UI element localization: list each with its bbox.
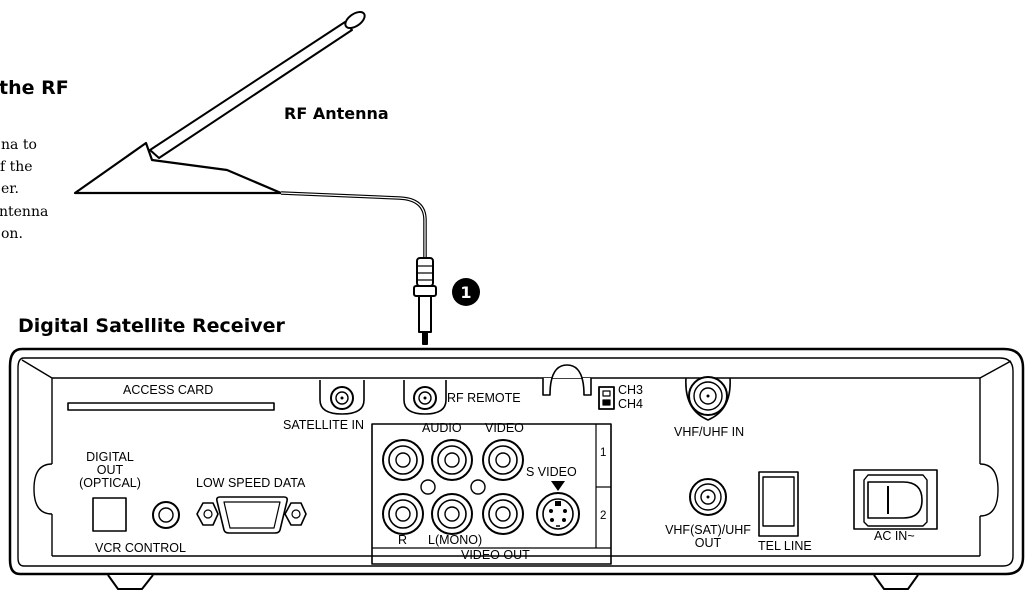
ac-in-port	[853, 469, 938, 530]
video-bottom-jack	[482, 493, 524, 535]
vcr-control-label: VCR CONTROL	[95, 541, 186, 555]
instruction-line-3: er.	[1, 181, 19, 197]
av-output-panel	[371, 423, 612, 565]
instruction-line-1: na to	[1, 137, 37, 153]
instruction-line-4: ntenna	[0, 204, 49, 220]
antenna-tip	[344, 11, 366, 29]
satellite-in-jack	[319, 380, 365, 415]
optical-out-port	[92, 497, 127, 532]
s-video-label: S VIDEO	[526, 465, 577, 479]
instructions-heading: the RF	[0, 77, 69, 99]
audio-l-mono-label: L(MONO)	[428, 533, 483, 547]
chassis-bump	[542, 364, 592, 396]
satellite-in-label: SATELLITE IN	[283, 418, 365, 432]
s-video-jack	[536, 481, 580, 536]
audio-l-top-jack	[431, 439, 473, 481]
audio-r-label: R	[398, 533, 408, 547]
row-2-label: 2	[600, 510, 607, 522]
audio-r-bottom-jack	[382, 493, 424, 535]
rf-remote-jack	[403, 380, 447, 415]
antenna-base	[73, 141, 283, 195]
digital-out-label-3: (OPTICAL)	[79, 476, 141, 490]
digital-out-label-2: OUT	[96, 463, 124, 477]
access-card-slot	[67, 402, 275, 411]
low-speed-data-label: LOW SPEED DATA	[196, 476, 306, 490]
vhf-sat-uhf-out-label-1: VHF(SAT)/UHF	[665, 523, 751, 537]
step-callout-number: 1	[460, 283, 472, 302]
access-card-label: ACCESS CARD	[123, 383, 214, 397]
digital-out-label-1: DIGITAL	[86, 450, 134, 464]
step-callout-circle	[452, 278, 480, 306]
low-speed-data-port	[196, 496, 307, 534]
instruction-line-5: on.	[1, 226, 23, 242]
vhf-sat-uhf-out-jack	[689, 478, 727, 516]
channel-switch	[598, 386, 615, 410]
row-1-label: 1	[600, 447, 607, 459]
audio-r-top-jack	[382, 439, 424, 481]
instruction-line-2: f the	[0, 159, 33, 175]
vcr-control-jack	[152, 501, 180, 529]
tel-line-label: TEL LINE	[758, 539, 812, 553]
rca-plug	[413, 257, 437, 345]
antenna-rod	[149, 21, 353, 159]
audio-label: AUDIO	[422, 421, 462, 435]
antenna-cable	[280, 191, 427, 258]
rf-remote-label: RF REMOTE	[447, 391, 521, 405]
vhf-sat-uhf-out-label-2: OUT	[694, 536, 722, 550]
tel-line-port	[758, 471, 799, 537]
vhf-uhf-in-jack	[685, 376, 731, 421]
audio-l-bottom-jack	[431, 493, 473, 535]
rf-antenna	[73, 11, 366, 195]
ch4-label: CH4	[618, 397, 644, 411]
video-top-jack	[482, 439, 524, 481]
receiver-title: Digital Satellite Receiver	[18, 315, 285, 337]
rf-antenna-label: RF Antenna	[284, 104, 389, 123]
vhf-uhf-in-label: VHF/UHF IN	[674, 425, 745, 439]
ac-in-label: AC IN~	[874, 529, 915, 543]
video-out-label: VIDEO OUT	[461, 548, 530, 562]
ch3-label: CH3	[618, 383, 644, 397]
video-label: VIDEO	[485, 421, 524, 435]
